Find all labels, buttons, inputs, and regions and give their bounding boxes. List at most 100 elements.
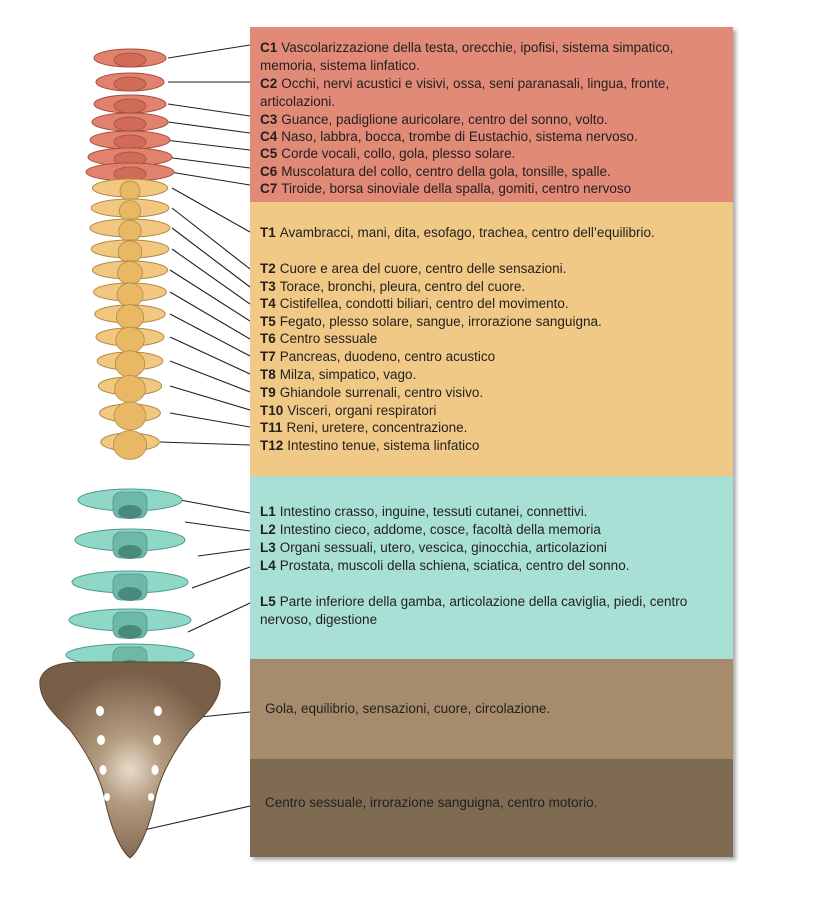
vertebra-c5 (89, 130, 171, 150)
leader-line (167, 121, 250, 134)
vertebra-description: Cuore e area del cuore, centro delle sen… (279, 261, 567, 276)
leader-line (164, 156, 250, 169)
vertebra-l3 (71, 570, 189, 601)
vertebra-c1 (93, 48, 167, 68)
coccyx-text: Centro sessuale, irrorazione sanguigna, … (265, 795, 598, 810)
vertebra-code: T11 (260, 420, 283, 435)
vertebra-l4 (68, 608, 192, 639)
vertebra-t3 (89, 218, 171, 243)
vertebra-t11 (99, 401, 161, 431)
leader-line (171, 207, 250, 270)
leader-line (169, 171, 250, 186)
leader-line (159, 441, 250, 446)
vertebra-description: Tiroide, borsa sinoviale della spalla, g… (281, 181, 632, 196)
leader-line (169, 269, 250, 322)
vertebra-code: C4 (260, 129, 278, 144)
leader-line (197, 548, 250, 557)
vertebra-code: T6 (260, 331, 276, 346)
vertebra-l2 (74, 528, 186, 559)
leader-line (164, 139, 250, 151)
vertebra-code: T3 (260, 279, 276, 294)
vertebra-c4 (91, 112, 169, 132)
vertebra-code: T1 (260, 225, 276, 240)
vertebra-description: Fegato, plesso solare, sangue, irrorazio… (279, 314, 602, 329)
vertebra-description: Ghiandole surrenali, centro visivo. (279, 385, 484, 400)
vertebra-code: C1 (260, 40, 278, 55)
leader-line (134, 805, 250, 833)
vertebra-t8 (95, 326, 165, 354)
vertebra-code: C6 (260, 164, 278, 179)
vertebra-description: Visceri, organi respiratori (287, 403, 437, 418)
vertebra-description: Reni, uretere, concentrazione. (286, 420, 468, 435)
vertebra-code: C3 (260, 112, 278, 127)
coccyx-panel: Centro sessuale, irrorazione sanguigna, … (250, 759, 733, 857)
leader-line (187, 602, 250, 633)
leader-line (179, 499, 250, 514)
leader-line (167, 103, 250, 117)
leader-line (169, 313, 250, 357)
vertebra-description: Occhi, nervi acustici e visivi, ossa, se… (260, 76, 670, 109)
leader-line (167, 44, 250, 59)
sacrum-bone (39, 661, 221, 859)
spine-illustration (39, 44, 250, 859)
vertebra-description: Intestino crasso, inguine, tessuti cutan… (279, 504, 588, 519)
vertebra-description: Prostata, muscoli della schiena, sciatic… (279, 558, 630, 573)
vertebra-code: C5 (260, 146, 278, 161)
vertebra-t6 (93, 282, 167, 308)
vertebra-code: T4 (260, 296, 276, 311)
vertebra-description: Torace, bronchi, pleura, centro del cuor… (279, 279, 526, 294)
leader-line (171, 248, 250, 305)
leader-line (171, 227, 250, 288)
vertebra-code: T8 (260, 367, 276, 382)
vertebra-t10 (97, 374, 163, 403)
leader-line (191, 566, 250, 589)
vertebra-c2 (95, 72, 165, 92)
vertebra-t4 (90, 239, 170, 264)
vertebra-t5 (91, 260, 169, 285)
vertebra-description: Cistifellea, condotti biliari, centro de… (279, 296, 569, 311)
vertebra-l1 (77, 488, 183, 519)
vertebra-description: Vascolarizzazione della testa, orecchie,… (260, 40, 674, 73)
leader-line (184, 521, 250, 532)
vertebra-t7 (94, 304, 166, 330)
leader-line (169, 336, 250, 375)
vertebra-t2 (90, 198, 170, 222)
vertebra-code: T12 (260, 438, 284, 453)
leader-line (169, 385, 250, 411)
sacrum-text: Gola, equilibrio, sensazioni, cuore, cir… (265, 701, 551, 716)
vertebra-code: L2 (260, 522, 276, 537)
leader-line (169, 412, 250, 428)
vertebra-description: Intestino cieco, addome, cosce, facoltà … (279, 522, 601, 537)
vertebra-description: Muscolatura del collo, centro della gola… (281, 164, 611, 179)
vertebra-code: L3 (260, 540, 276, 555)
vertebra-code: T7 (260, 349, 276, 364)
vertebra-code: L4 (260, 558, 276, 573)
vertebra-description: Corde vocali, collo, gola, plesso solare… (281, 146, 516, 161)
vertebra-c7 (85, 162, 175, 182)
vertebra-t1 (91, 178, 169, 202)
vertebra-description: Milza, simpatico, vago. (279, 367, 417, 382)
vertebra-description: Avambracci, mani, dita, esofago, trachea… (279, 225, 655, 240)
leader-line (169, 360, 250, 393)
